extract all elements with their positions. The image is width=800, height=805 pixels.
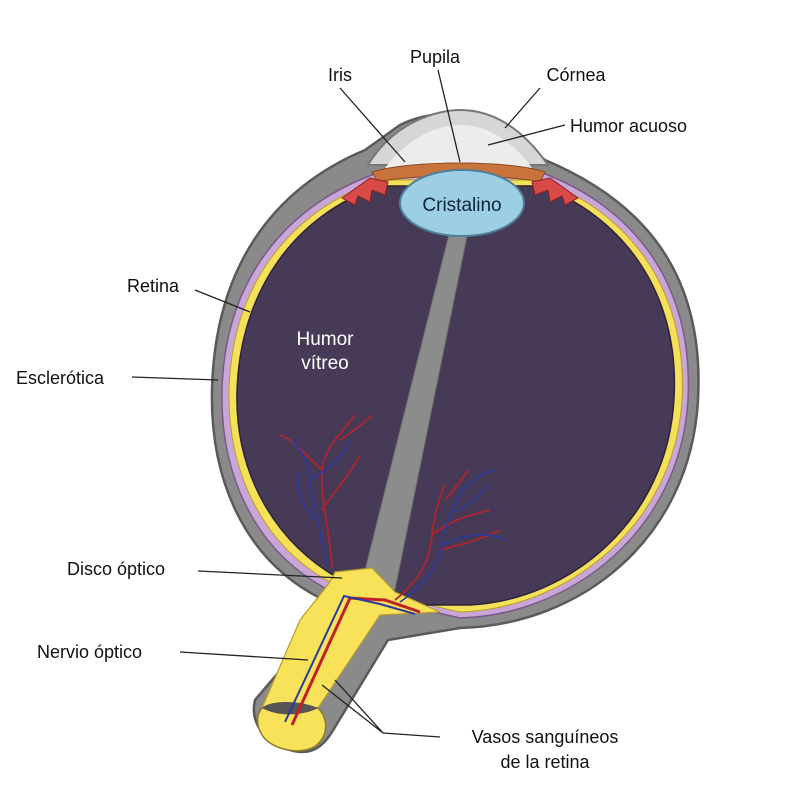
- label-cornea: Córnea: [546, 65, 606, 85]
- lens: [399, 169, 525, 237]
- label-humor-vitreo-line1: Humor: [296, 329, 354, 350]
- central-vein: [284, 594, 416, 723]
- vessel-vein-1: [291, 439, 351, 569]
- label-esclerotica: Esclerótica: [16, 368, 105, 388]
- vessel-vein-2: [399, 469, 506, 603]
- label-vasos-line1: Vasos sanguíneos: [472, 727, 619, 747]
- retinal-vessels: [279, 414, 506, 603]
- optic-nerve-cut: [262, 702, 318, 715]
- label-pupila: Pupila: [410, 47, 461, 67]
- leader-vasos-3: [321, 684, 384, 734]
- label-retina: Retina: [127, 276, 180, 296]
- optic-nerve-stub: [256, 707, 327, 752]
- leader-vasos-1: [382, 732, 441, 738]
- leader-iris: [339, 87, 406, 163]
- central-artery: [290, 596, 421, 726]
- leader-esclerotica: [131, 376, 219, 381]
- leader-nervio-optico: [179, 651, 309, 661]
- lens-label: Cristalino: [422, 195, 501, 216]
- ciliary-body-left: [341, 177, 389, 206]
- ciliary-body-right: [531, 177, 579, 206]
- leader-retina: [194, 289, 251, 313]
- aqueous-humor: [385, 125, 532, 168]
- vessel-artery-1: [279, 414, 373, 569]
- label-vasos-line2: de la retina: [500, 752, 590, 772]
- label-nervio-optico: Nervio óptico: [37, 642, 142, 662]
- label-iris: Iris: [328, 65, 352, 85]
- leader-vasos-2: [334, 679, 384, 734]
- vessel-artery-2: [394, 469, 501, 601]
- leader-humor-acuoso: [487, 124, 566, 146]
- leader-lines: [131, 69, 566, 738]
- label-humor-acuoso: Humor acuoso: [570, 116, 687, 136]
- leader-cornea: [504, 87, 541, 129]
- leader-disco-optico: [197, 570, 343, 579]
- leader-pupila: [437, 69, 461, 163]
- label-disco-optico: Disco óptico: [67, 559, 165, 579]
- label-humor-vitreo-line2: vítreo: [301, 353, 349, 374]
